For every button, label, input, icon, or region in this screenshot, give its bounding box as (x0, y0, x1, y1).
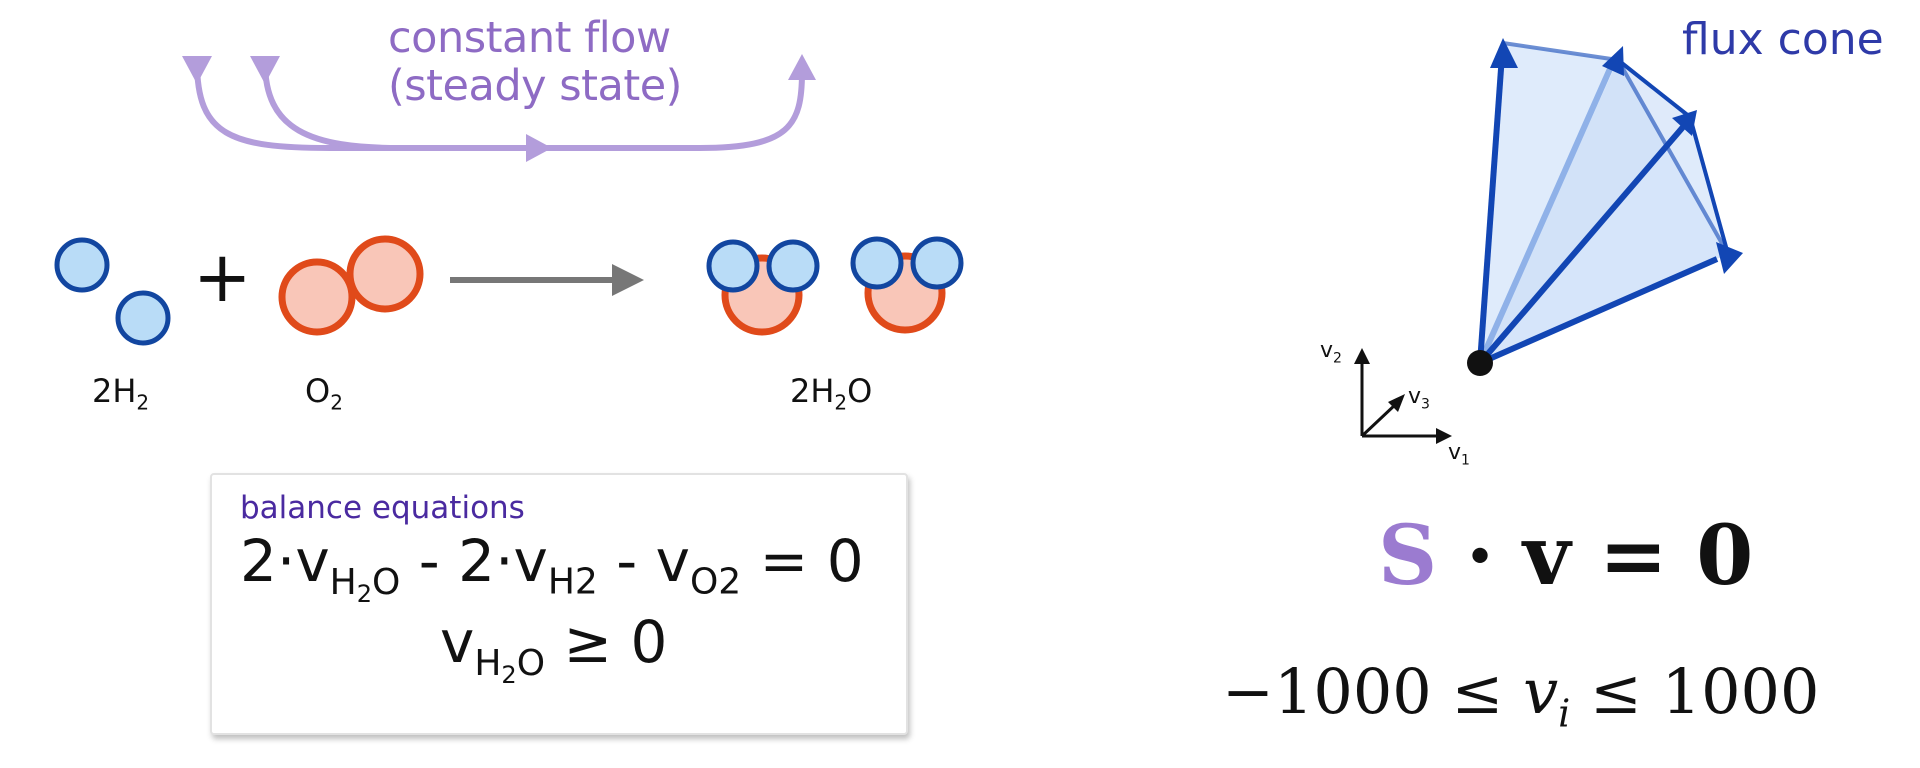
axis-label-v3: v3 (1408, 384, 1430, 413)
h-atom (115, 290, 171, 346)
cone-ray (1477, 54, 1505, 364)
axis-label-v2: v2 (1320, 338, 1342, 367)
balance-equations-box (210, 473, 908, 735)
stoichiometric-matrix-symbol: S (1378, 508, 1438, 604)
balance-equation-2: vH2O ≥ 0 (440, 608, 668, 689)
reaction-arrowhead (612, 264, 644, 296)
flux-cone-diagram (1354, 38, 1743, 444)
water-molecule (850, 236, 964, 334)
cone-ray (1478, 256, 1719, 366)
balance-equation-1: 2·vH2O - 2·vH2 - vO2 = 0 (240, 527, 864, 608)
axis-label-v1: v1 (1448, 440, 1470, 469)
flux-cone-title: flux cone (1682, 14, 1884, 65)
steady-state-label: constant flow (steady state) (388, 14, 682, 110)
reaction-diagram (54, 235, 964, 346)
plus-sign: + (193, 236, 252, 318)
flow-label-line1: constant flow (388, 13, 671, 63)
cone-ray (1477, 125, 1686, 365)
water-molecule (706, 239, 820, 336)
label-o2: O2 (305, 372, 343, 415)
h-atom (54, 237, 110, 293)
steady-state-flow-diagram (182, 54, 816, 162)
flux-bounds: −1000 ≤ vi ≤ 1000 (1222, 655, 1820, 736)
stoichiometry-constraint: S · v = 0 (1378, 508, 1754, 604)
label-h2o: 2H2O (790, 372, 873, 415)
cone-origin (1467, 350, 1493, 376)
flow-label-line2: (steady state) (388, 61, 682, 111)
balance-equations-title: balance equations (240, 490, 525, 526)
label-h2: 2H2 (92, 372, 150, 415)
